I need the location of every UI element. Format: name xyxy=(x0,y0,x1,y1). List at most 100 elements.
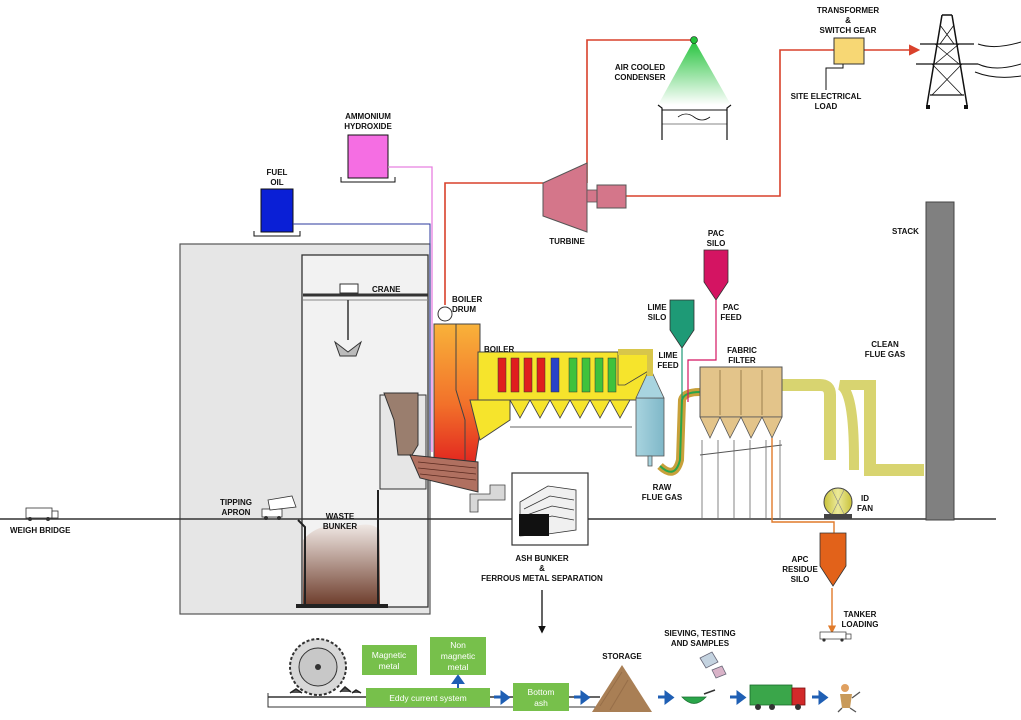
fuel-oil-label: OIL xyxy=(270,178,283,187)
bottom-ash-box xyxy=(513,683,569,711)
condenser-label: CONDENSER xyxy=(614,73,665,82)
non-magnetic-metal-text: Non xyxy=(450,640,466,650)
ammonium-line xyxy=(388,166,433,452)
apc-silo-label: APC xyxy=(792,555,809,564)
ash-bunker-label: & xyxy=(539,564,545,573)
ammonium-hydroxide-label: HYDROXIDE xyxy=(344,122,392,131)
superheater-tubes xyxy=(497,357,617,393)
raw-flue-gas-label: FLUE GAS xyxy=(642,493,683,502)
fuel-oil-label: FUEL xyxy=(267,168,288,177)
fuel-oil-tank xyxy=(253,188,301,237)
lime-feed-label: FEED xyxy=(657,361,679,370)
ammonium-hydroxide-tank xyxy=(340,134,396,183)
apc-residue-line xyxy=(771,438,837,634)
air-cooled-condenser xyxy=(657,36,732,140)
id-fan-label: FAN xyxy=(857,504,873,513)
tanker-loading-label: TANKER xyxy=(844,610,877,619)
lime-feed-label: LIME xyxy=(658,351,678,360)
worker-icon xyxy=(837,684,861,713)
crane-label: CRANE xyxy=(372,285,401,294)
fabric-filter xyxy=(699,366,783,519)
magnetic-metal-text: Magnetic xyxy=(372,650,407,660)
tanker-icon xyxy=(819,631,852,642)
transformer-label: & xyxy=(845,16,851,25)
fabric-filter-label: FABRIC xyxy=(727,346,757,355)
non-magnetic-metal-text: magnetic xyxy=(441,651,476,661)
non-magnetic-metal-box xyxy=(430,637,486,675)
id-fan-label: ID xyxy=(861,494,869,503)
storage-pile xyxy=(592,665,652,712)
ash-hoppers xyxy=(509,399,632,428)
magnetic-metal-text: metal xyxy=(379,661,400,671)
lime-silo-label: SILO xyxy=(648,313,667,322)
pac-silo xyxy=(687,249,729,402)
stack xyxy=(925,201,955,521)
non-magnetic-metal-text: metal xyxy=(448,662,469,672)
pac-silo-label: PAC xyxy=(708,229,725,238)
up-arrow-icon xyxy=(451,674,465,691)
clean-flue-gas-label: CLEAN xyxy=(871,340,899,349)
grate xyxy=(409,454,479,493)
stack-label: STACK xyxy=(892,227,919,236)
pac-feed-label: FEED xyxy=(720,313,742,322)
lime-silo-label: LIME xyxy=(647,303,667,312)
boiler-drum-label: DRUM xyxy=(452,305,476,314)
crane xyxy=(303,283,428,357)
boiler-drum-label: BOILER xyxy=(452,295,482,304)
sieving-label: AND SAMPLES xyxy=(671,639,730,648)
storage-label: STORAGE xyxy=(602,652,642,661)
waste-bunker xyxy=(296,490,388,608)
condenser-label: AIR COOLED xyxy=(615,63,665,72)
haul-truck-icon xyxy=(749,684,806,710)
transformer-label: SWITCH GEAR xyxy=(820,26,877,35)
eddy-current-box xyxy=(366,688,490,707)
right-arrow-icon xyxy=(730,690,747,705)
ammonium-hydroxide-label: AMMONIUM xyxy=(345,112,391,121)
site-load-label: LOAD xyxy=(815,102,838,111)
eddy-current-text: Eddy current system xyxy=(389,693,466,703)
tipping-apron-label: APRON xyxy=(222,508,251,517)
steam-lines xyxy=(444,39,921,305)
ash-bunker-label: FERROUS METAL SEPARATION xyxy=(481,574,603,583)
flue-gas-duct xyxy=(618,349,924,476)
apc-silo-label: SILO xyxy=(791,575,810,584)
tanker-loading-label: LOADING xyxy=(842,620,879,629)
waste-bunker-label: BUNKER xyxy=(323,522,357,531)
pac-feed-label: PAC xyxy=(723,303,740,312)
fabric-filter-label: FILTER xyxy=(728,356,756,365)
ash-bunker-label: ASH BUNKER xyxy=(515,554,569,563)
sieving-icon xyxy=(681,651,727,704)
labels: WEIGH BRIDGE TIPPING APRON WASTE BUNKER … xyxy=(10,6,919,708)
transformer xyxy=(825,37,865,90)
pac-silo-label: SILO xyxy=(707,239,726,248)
right-arrow-icon xyxy=(494,690,511,705)
right-arrow-icon xyxy=(574,690,591,705)
apc-silo-label: RESIDUE xyxy=(782,565,818,574)
magnetic-metal-box xyxy=(362,645,417,675)
tipping-truck xyxy=(261,495,297,520)
lime-silo xyxy=(669,299,695,400)
right-arrow-icon xyxy=(812,690,829,705)
right-arrow-icon xyxy=(658,690,675,705)
transmission-tower-icon xyxy=(916,14,1021,109)
ash-bunker xyxy=(511,472,589,546)
bottom-ash-text: ash xyxy=(534,698,548,708)
site-load-label: SITE ELECTRICAL xyxy=(791,92,862,101)
apc-residue-silo xyxy=(819,532,847,587)
waste-bunker-label: WASTE xyxy=(326,512,355,521)
turbine xyxy=(542,162,627,233)
ash-discharge xyxy=(469,484,506,513)
turbine-label: TURBINE xyxy=(549,237,585,246)
transformer-label: TRANSFORMER xyxy=(817,6,879,15)
tipping-apron-label: TIPPING xyxy=(220,498,252,507)
id-fan xyxy=(823,487,853,519)
fuel-oil-line xyxy=(293,223,431,450)
reactor-tower xyxy=(635,371,665,467)
boiler-label: BOILER xyxy=(484,345,514,354)
weigh-bridge-label: WEIGH BRIDGE xyxy=(10,526,71,535)
raw-flue-gas-label: RAW xyxy=(653,483,672,492)
sieving-label: SIEVING, TESTING xyxy=(664,629,736,638)
clean-flue-gas-label: FLUE GAS xyxy=(865,350,906,359)
boiler-drum xyxy=(437,306,453,322)
